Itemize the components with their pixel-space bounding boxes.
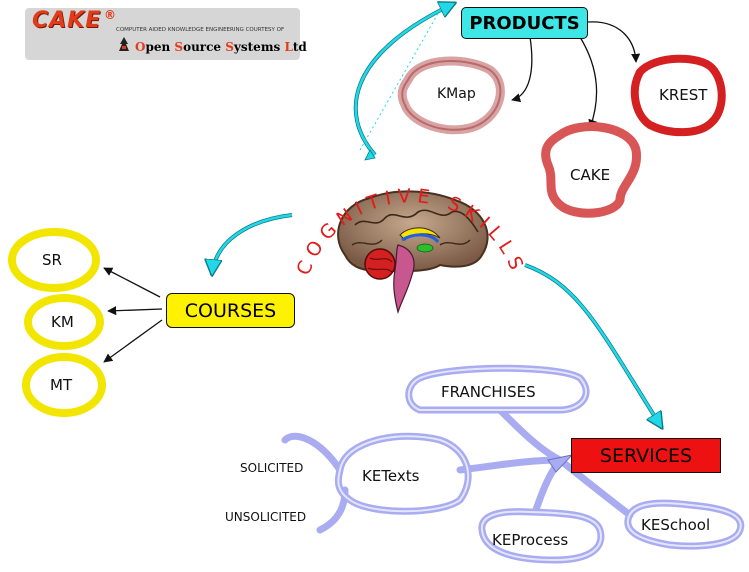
km-ring[interactable] <box>24 294 104 350</box>
cake-ring[interactable] <box>541 122 641 218</box>
kmap-label[interactable]: KMap <box>437 86 476 102</box>
courses-arrows <box>103 267 163 363</box>
oss-emblem-icon <box>119 37 129 51</box>
km-label[interactable]: KM <box>51 313 74 331</box>
cake-label[interactable]: CAKE <box>570 166 611 184</box>
mt-label[interactable]: MT <box>50 376 73 394</box>
services-arrowhead <box>547 454 574 473</box>
kmap-ring-inner <box>401 60 502 131</box>
keprocess-label[interactable]: KEProcess <box>492 531 569 549</box>
logo-tagline: COMPUTER AIDED KNOWLEDGE ENGINEERING COU… <box>116 27 285 33</box>
krest-ring[interactable] <box>630 54 726 137</box>
courses-connector <box>212 213 293 275</box>
solicited-label[interactable]: SOLICITED <box>240 461 304 475</box>
logo-brand: CAKE <box>32 8 102 33</box>
products-arrows <box>511 21 641 129</box>
unsolicited-label[interactable]: UNSOLICITED <box>225 510 307 524</box>
keschool-label[interactable]: KESchool <box>641 516 711 534</box>
products-node[interactable]: PRODUCTS <box>461 7 588 39</box>
ketexts-label[interactable]: KETexts <box>362 467 420 485</box>
krest-label[interactable]: KREST <box>659 86 708 104</box>
mt-ring[interactable] <box>22 353 106 417</box>
franchises-label[interactable]: FRANCHISES <box>441 383 536 401</box>
services-network-highlight <box>337 367 742 562</box>
company-name: Open Source Systems Ltd <box>135 40 307 54</box>
services-connector <box>524 263 662 428</box>
sr-ring[interactable] <box>8 228 100 292</box>
logo-banner <box>25 8 300 60</box>
courses-node[interactable]: COURSES <box>166 293 295 328</box>
sr-label[interactable]: SR <box>42 251 62 269</box>
services-node[interactable]: SERVICES <box>571 438 721 473</box>
brain-icon <box>337 190 489 315</box>
registered-mark: ® <box>104 8 116 22</box>
products-connector <box>353 3 455 161</box>
